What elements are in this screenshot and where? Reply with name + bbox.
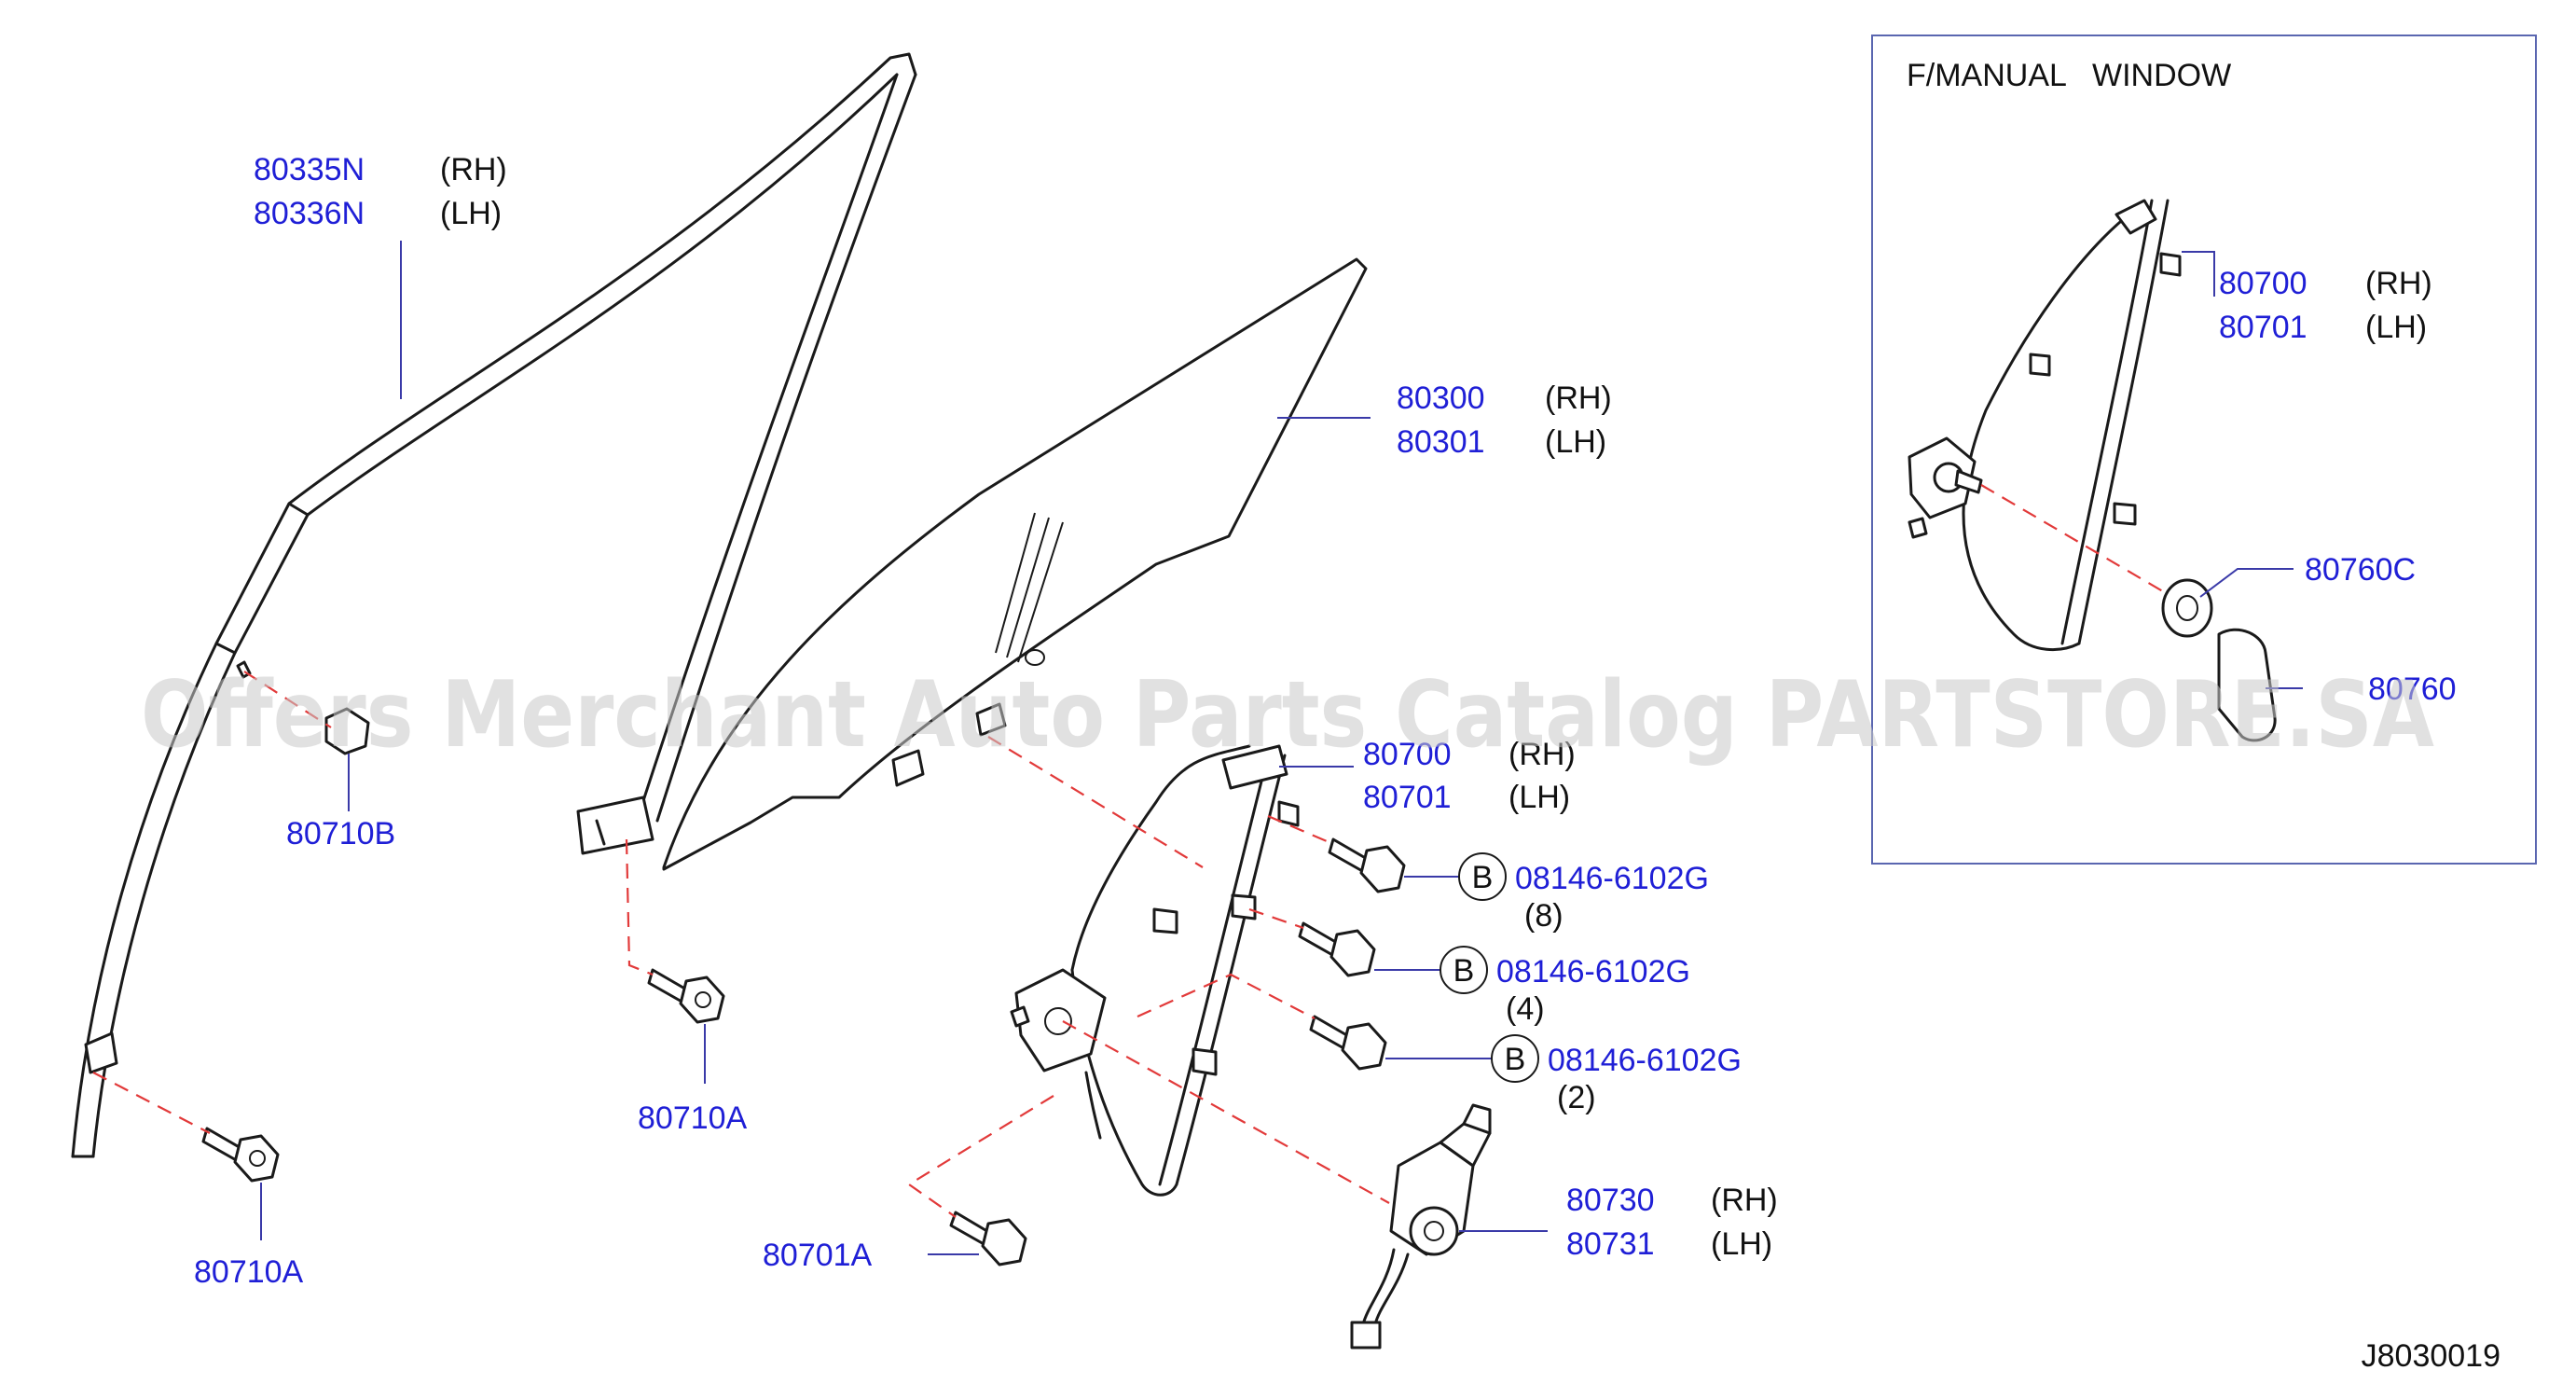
callout-80701-inset[interactable]: 80701 [2219,310,2307,345]
bolts [201,660,1406,1266]
bolt-marker-circle-2 [1440,946,1488,994]
window-regulator [1010,744,1300,1197]
callout-bolt1-pn[interactable]: 08146-6102G [1515,861,1709,896]
callout-80701-main[interactable]: 80701 [1363,780,1452,815]
bolt-b-2 [1298,921,1376,977]
callout-80710A-center[interactable]: 80710A [638,1100,748,1136]
side-lh-80731: (LH) [1711,1226,1772,1262]
side-rh-80700-inset: (RH) [2365,266,2432,301]
bolt-marker-1: B [1472,860,1494,895]
clip-80710B [236,660,370,755]
side-rh-80700-main: (RH) [1508,737,1576,772]
bolt-80701A [949,1211,1027,1266]
side-lh-80701-inset: (LH) [2365,310,2427,345]
callout-80336N[interactable]: 80336N [254,196,365,231]
watermark: Offers Merchant Auto Parts Catalog PARTS… [141,662,2434,768]
side-lh-80701-main: (LH) [1508,780,1570,815]
inset-manual-window [1871,35,2537,865]
callout-80301[interactable]: 80301 [1397,424,1485,460]
callout-bolt2-pn[interactable]: 08146-6102G [1496,954,1690,990]
callout-bolt2-qty: (4) [1506,991,1545,1027]
side-lh-80336N: (LH) [440,196,502,231]
bolt-80710A-center [647,968,725,1024]
bolt-markers: B B B [1440,852,1539,1083]
callout-80335N[interactable]: 80335N [254,152,365,187]
side-rh-80730: (RH) [1711,1183,1778,1218]
bolt-marker-circle-1 [1458,852,1507,901]
diagram-code: J8030019 [2362,1338,2500,1374]
regulator-motor [1350,1103,1492,1349]
callouts: 80335N (RH) 80336N (LH) 80300 (RH) 80301… [194,58,2500,1374]
bolt-marker-3: B [1505,1042,1526,1077]
assembly-lines [92,671,1390,1218]
callout-bolt1-qty: (8) [1524,898,1564,934]
side-rh-80300: (RH) [1545,381,1612,416]
callout-bolt3-qty: (2) [1557,1080,1596,1115]
side-rh-80335N: (RH) [440,152,507,187]
inset-frame [1871,35,2537,865]
callout-80710A-left[interactable]: 80710A [194,1254,304,1290]
callout-80701A[interactable]: 80701A [763,1238,873,1273]
callout-80300[interactable]: 80300 [1397,381,1485,416]
door-sash-channel [71,52,917,1158]
callout-80731[interactable]: 80731 [1566,1226,1655,1262]
bolt-marker-circle-3 [1491,1034,1539,1083]
side-lh-80301: (LH) [1545,424,1606,460]
bolt-marker-2: B [1453,953,1475,989]
callout-80760[interactable]: 80760 [2368,671,2457,707]
callout-80700-main[interactable]: 80700 [1363,737,1452,772]
callout-80710B[interactable]: 80710B [286,816,395,851]
callout-80700-inset[interactable]: 80700 [2219,266,2307,301]
callout-80760C[interactable]: 80760C [2305,552,2416,588]
inset-title: F/MANUAL WINDOW [1907,58,2231,93]
bolt-b-3 [1309,1015,1387,1071]
door-glass [662,257,1368,871]
bolt-80710A-left [201,1127,280,1183]
callout-80730[interactable]: 80730 [1566,1183,1655,1218]
callout-bolt3-pn[interactable]: 08146-6102G [1548,1043,1742,1078]
bolt-b-1 [1328,837,1406,893]
leader-lines [260,241,1548,1255]
